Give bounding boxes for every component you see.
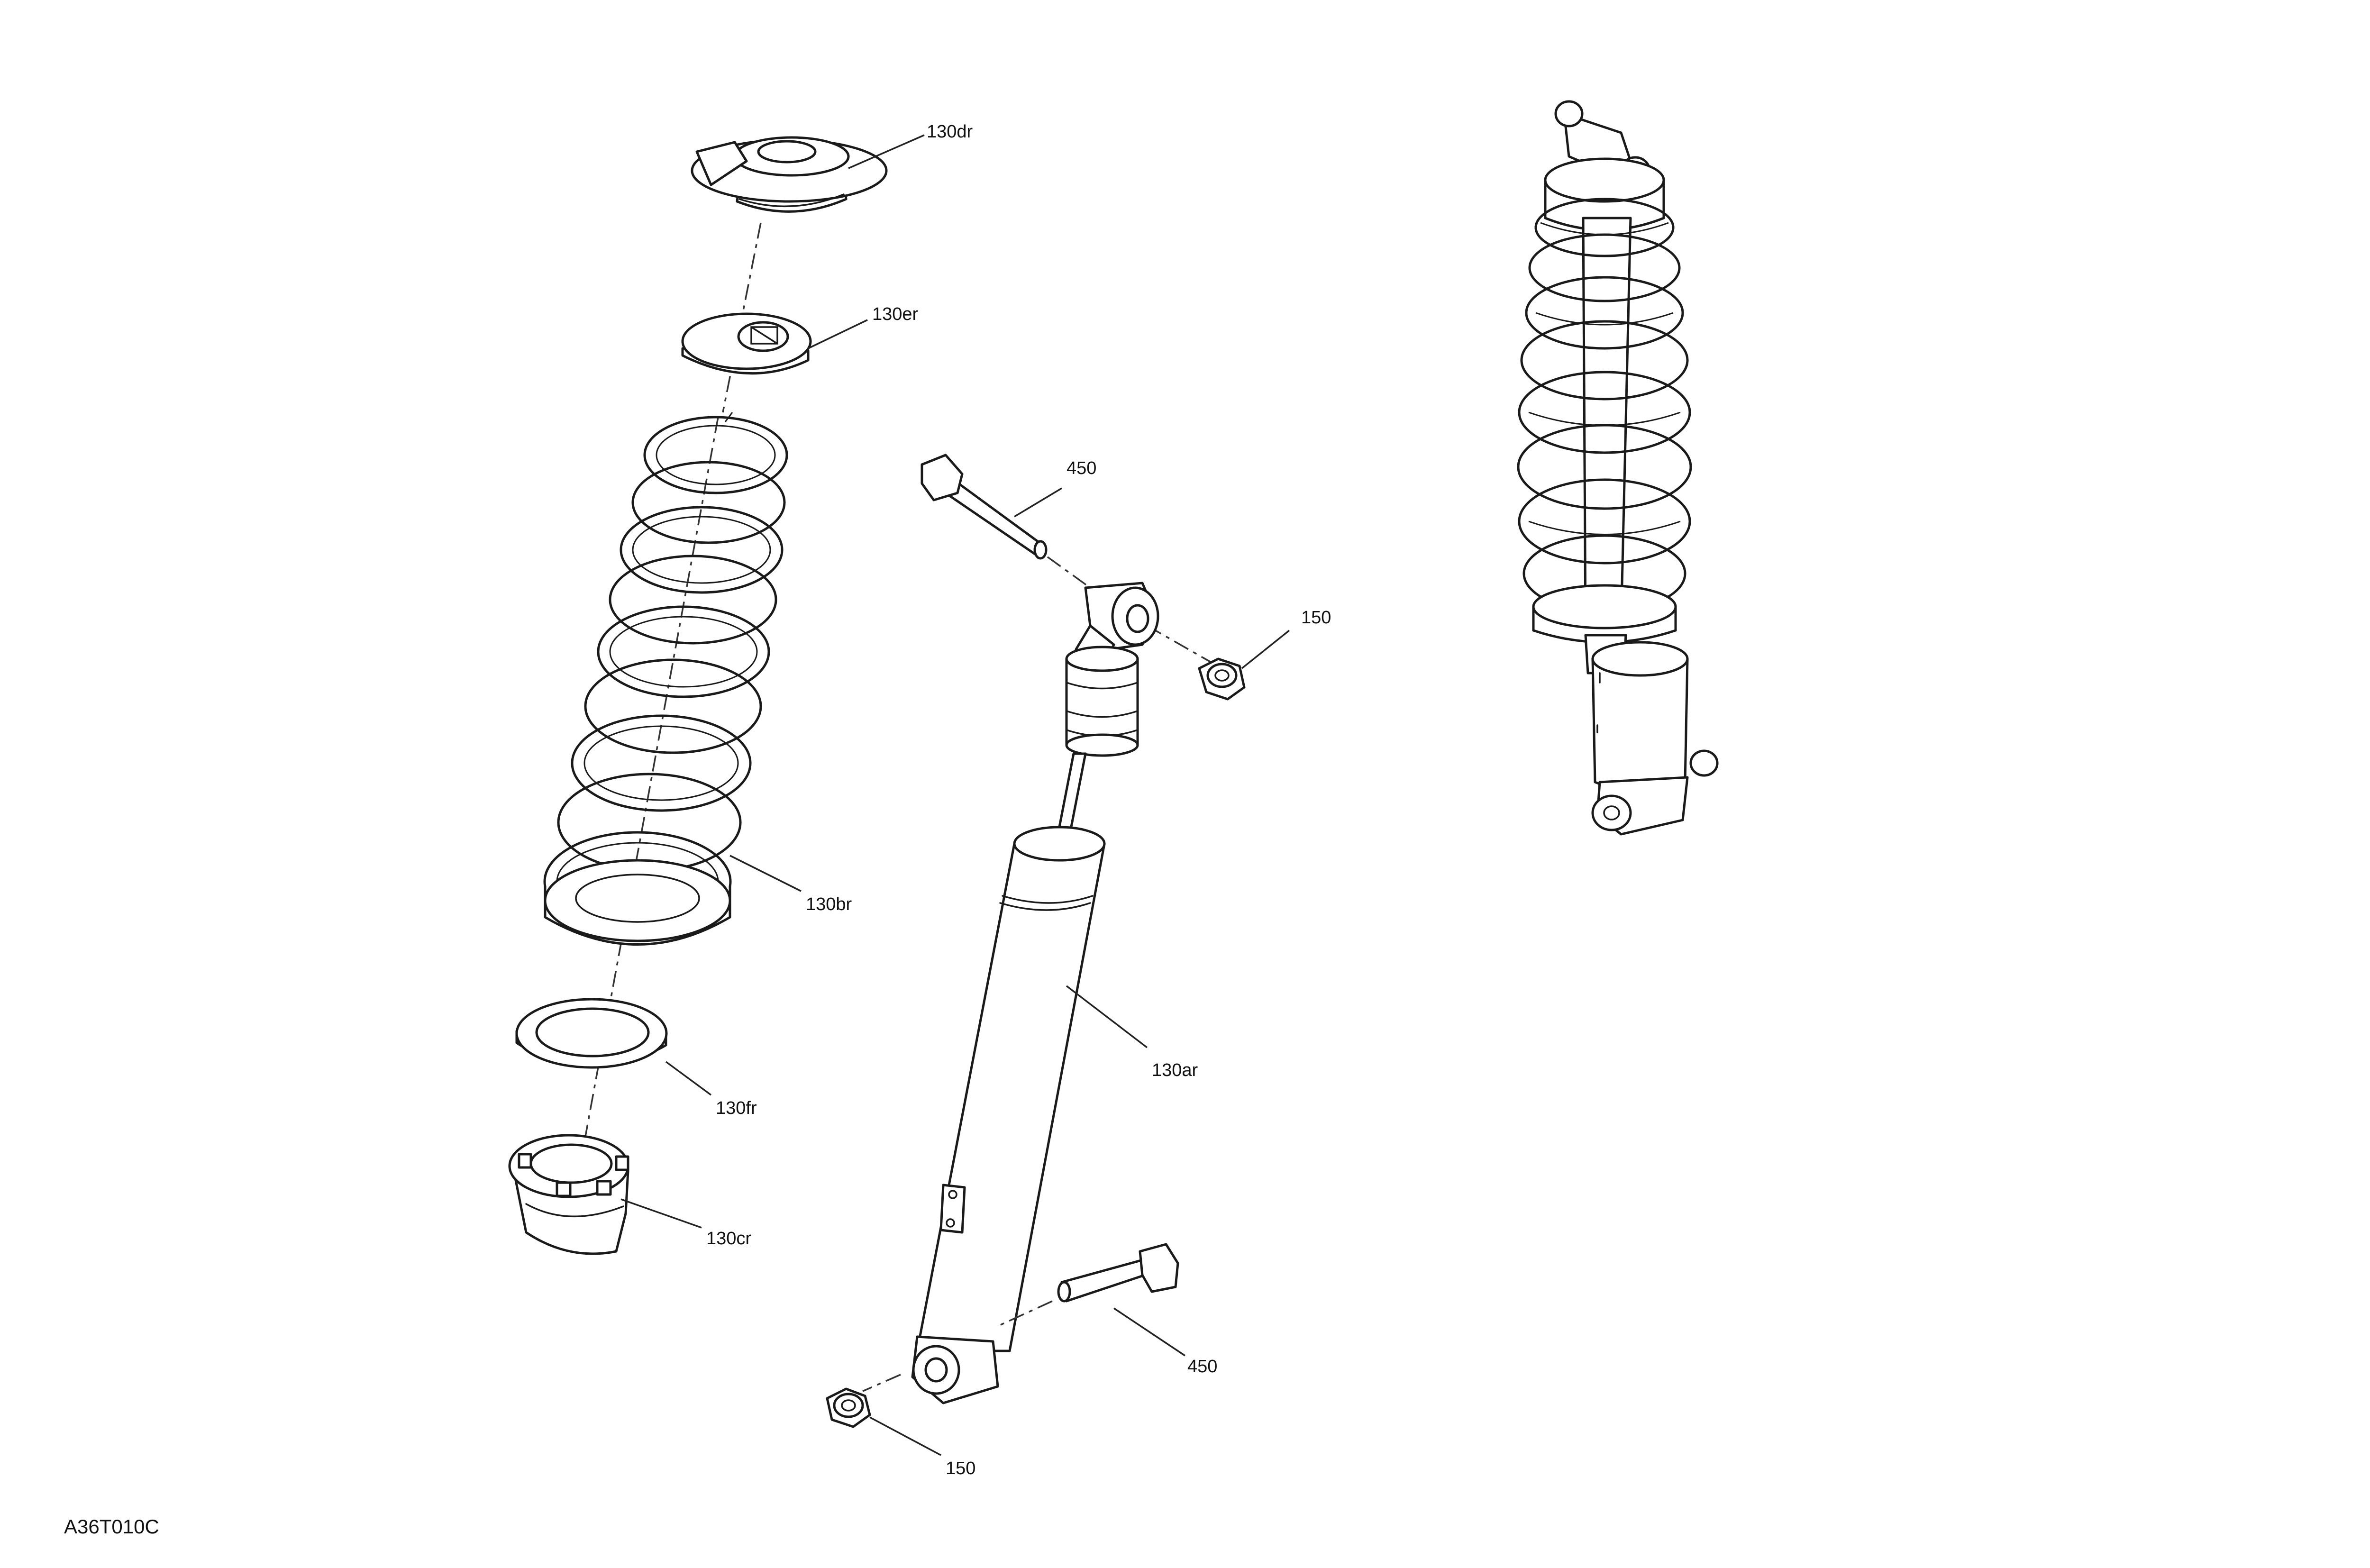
bump-stop xyxy=(1065,646,1139,757)
leader-150-top xyxy=(1241,629,1290,669)
bottom-bolt-axis xyxy=(862,1300,1053,1392)
coil-spring xyxy=(543,412,788,946)
spring-spacer xyxy=(681,312,812,375)
callout-130dr: 130dr xyxy=(927,122,973,142)
callout-150-bottom: 150 xyxy=(946,1459,975,1478)
callout-450-bottom: 450 xyxy=(1187,1357,1217,1377)
top-bolt-axis xyxy=(1047,556,1214,665)
leader-450-bottom xyxy=(1113,1307,1185,1357)
leader-130ar xyxy=(1066,985,1148,1048)
spring-stack-assembly: 130dr 130er 130br 130fr 130cr xyxy=(508,122,973,1255)
bottom-bolt xyxy=(1057,1243,1179,1303)
callout-150-top: 150 xyxy=(1301,608,1331,628)
bottom-nut xyxy=(826,1387,871,1428)
shock-absorber-assembly: 450 150 130ar 450 150 xyxy=(826,454,1331,1478)
leader-130br xyxy=(729,855,802,892)
top-nut xyxy=(1198,657,1246,701)
shock-body xyxy=(916,826,1106,1352)
lower-seat xyxy=(508,1134,629,1255)
leader-130cr xyxy=(620,1198,702,1229)
bottom-eye xyxy=(911,1335,999,1404)
callout-130ar: 130ar xyxy=(1152,1060,1198,1080)
callout-130er: 130er xyxy=(872,304,919,324)
callout-130br: 130br xyxy=(806,894,852,914)
assembled-coilover xyxy=(1517,100,1719,836)
spring-upper-seat xyxy=(691,136,888,213)
leader-450-top xyxy=(1014,487,1062,518)
leader-130er xyxy=(808,319,868,349)
callout-450-top: 450 xyxy=(1066,458,1096,478)
callout-130cr: 130cr xyxy=(706,1229,751,1249)
top-bolt xyxy=(921,454,1048,560)
leader-150-bottom xyxy=(869,1416,941,1456)
callout-130fr: 130fr xyxy=(716,1098,757,1118)
leader-130fr xyxy=(665,1061,712,1096)
lower-ring xyxy=(515,998,668,1069)
leader-130dr xyxy=(848,134,925,169)
drawing-code: A36T010C xyxy=(64,1515,159,1538)
